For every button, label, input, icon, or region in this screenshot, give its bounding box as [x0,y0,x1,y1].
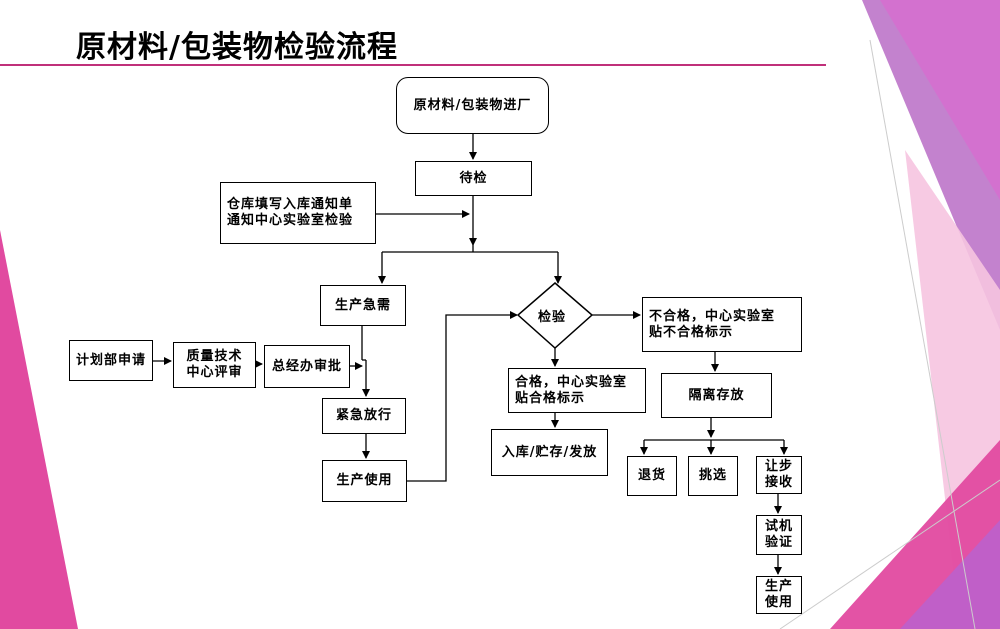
node-use-right: 生产 使用 [756,576,802,614]
left-wedge-shape [0,230,78,629]
title-underline [0,64,826,66]
node-pending: 待检 [415,161,532,196]
right-bottom-inner-shape [900,520,1000,629]
node-trial-label: 试机 验证 [764,519,793,550]
node-urgent: 生产急需 [320,285,406,326]
node-pass: 合格，中心实验室 贴合格标示 [508,368,646,413]
deco-line [869,39,976,629]
page-title: 原材料/包装物检验流程 [76,30,398,65]
node-plan: 计划部申请 [69,340,153,381]
node-storage: 入库/贮存/发放 [491,429,608,476]
right-top-inner-shape [880,0,1000,200]
node-storage-label: 入库/贮存/发放 [501,444,598,460]
node-concession-label: 让步 接收 [764,459,793,490]
node-concession: 让步 接收 [756,456,802,494]
node-isolate: 隔离存放 [661,373,772,418]
node-trial: 试机 验证 [756,515,802,555]
deco-line-2 [779,479,1000,629]
node-fail: 不合格，中心实验室 贴不合格标示 [642,297,802,352]
node-select-label: 挑选 [698,468,727,483]
node-isolate-label: 隔离存放 [688,387,745,403]
node-start: 原材料/包装物进厂 [396,77,549,134]
node-start-label: 原材料/包装物进厂 [413,97,532,113]
node-pass-label: 合格，中心实验室 贴合格标示 [515,374,628,406]
node-use-left: 生产使用 [322,460,407,502]
node-warehouse-note: 仓库填写入库通知单 通知中心实验室检验 [220,182,376,244]
node-gm-approve: 总经办审批 [264,345,350,388]
node-fail-label: 不合格，中心实验室 贴不合格标示 [649,308,776,340]
node-urgent-label: 生产急需 [334,297,391,313]
node-gm-approve-label: 总经办审批 [271,358,342,374]
node-pending-label: 待检 [459,170,488,186]
node-emergency-release: 紧急放行 [322,398,406,434]
node-use-right-label: 生产 使用 [764,579,793,610]
node-warehouse-note-label: 仓库填写入库通知单 通知中心实验室检验 [227,197,354,228]
node-plan-label: 计划部申请 [75,352,146,368]
node-return: 退货 [627,456,677,496]
inspect-diamond [516,282,594,350]
node-qa-review: 质量技术 中心评审 [173,342,256,388]
node-inspect-label: 检验 [538,310,567,325]
arrow-use-inspect [407,311,518,482]
node-emergency-release-label: 紧急放行 [335,408,392,423]
node-qa-review-label: 质量技术 中心评审 [186,349,243,380]
node-select: 挑选 [688,456,738,496]
node-return-label: 退货 [637,468,666,483]
node-use-left-label: 生产使用 [336,473,393,488]
